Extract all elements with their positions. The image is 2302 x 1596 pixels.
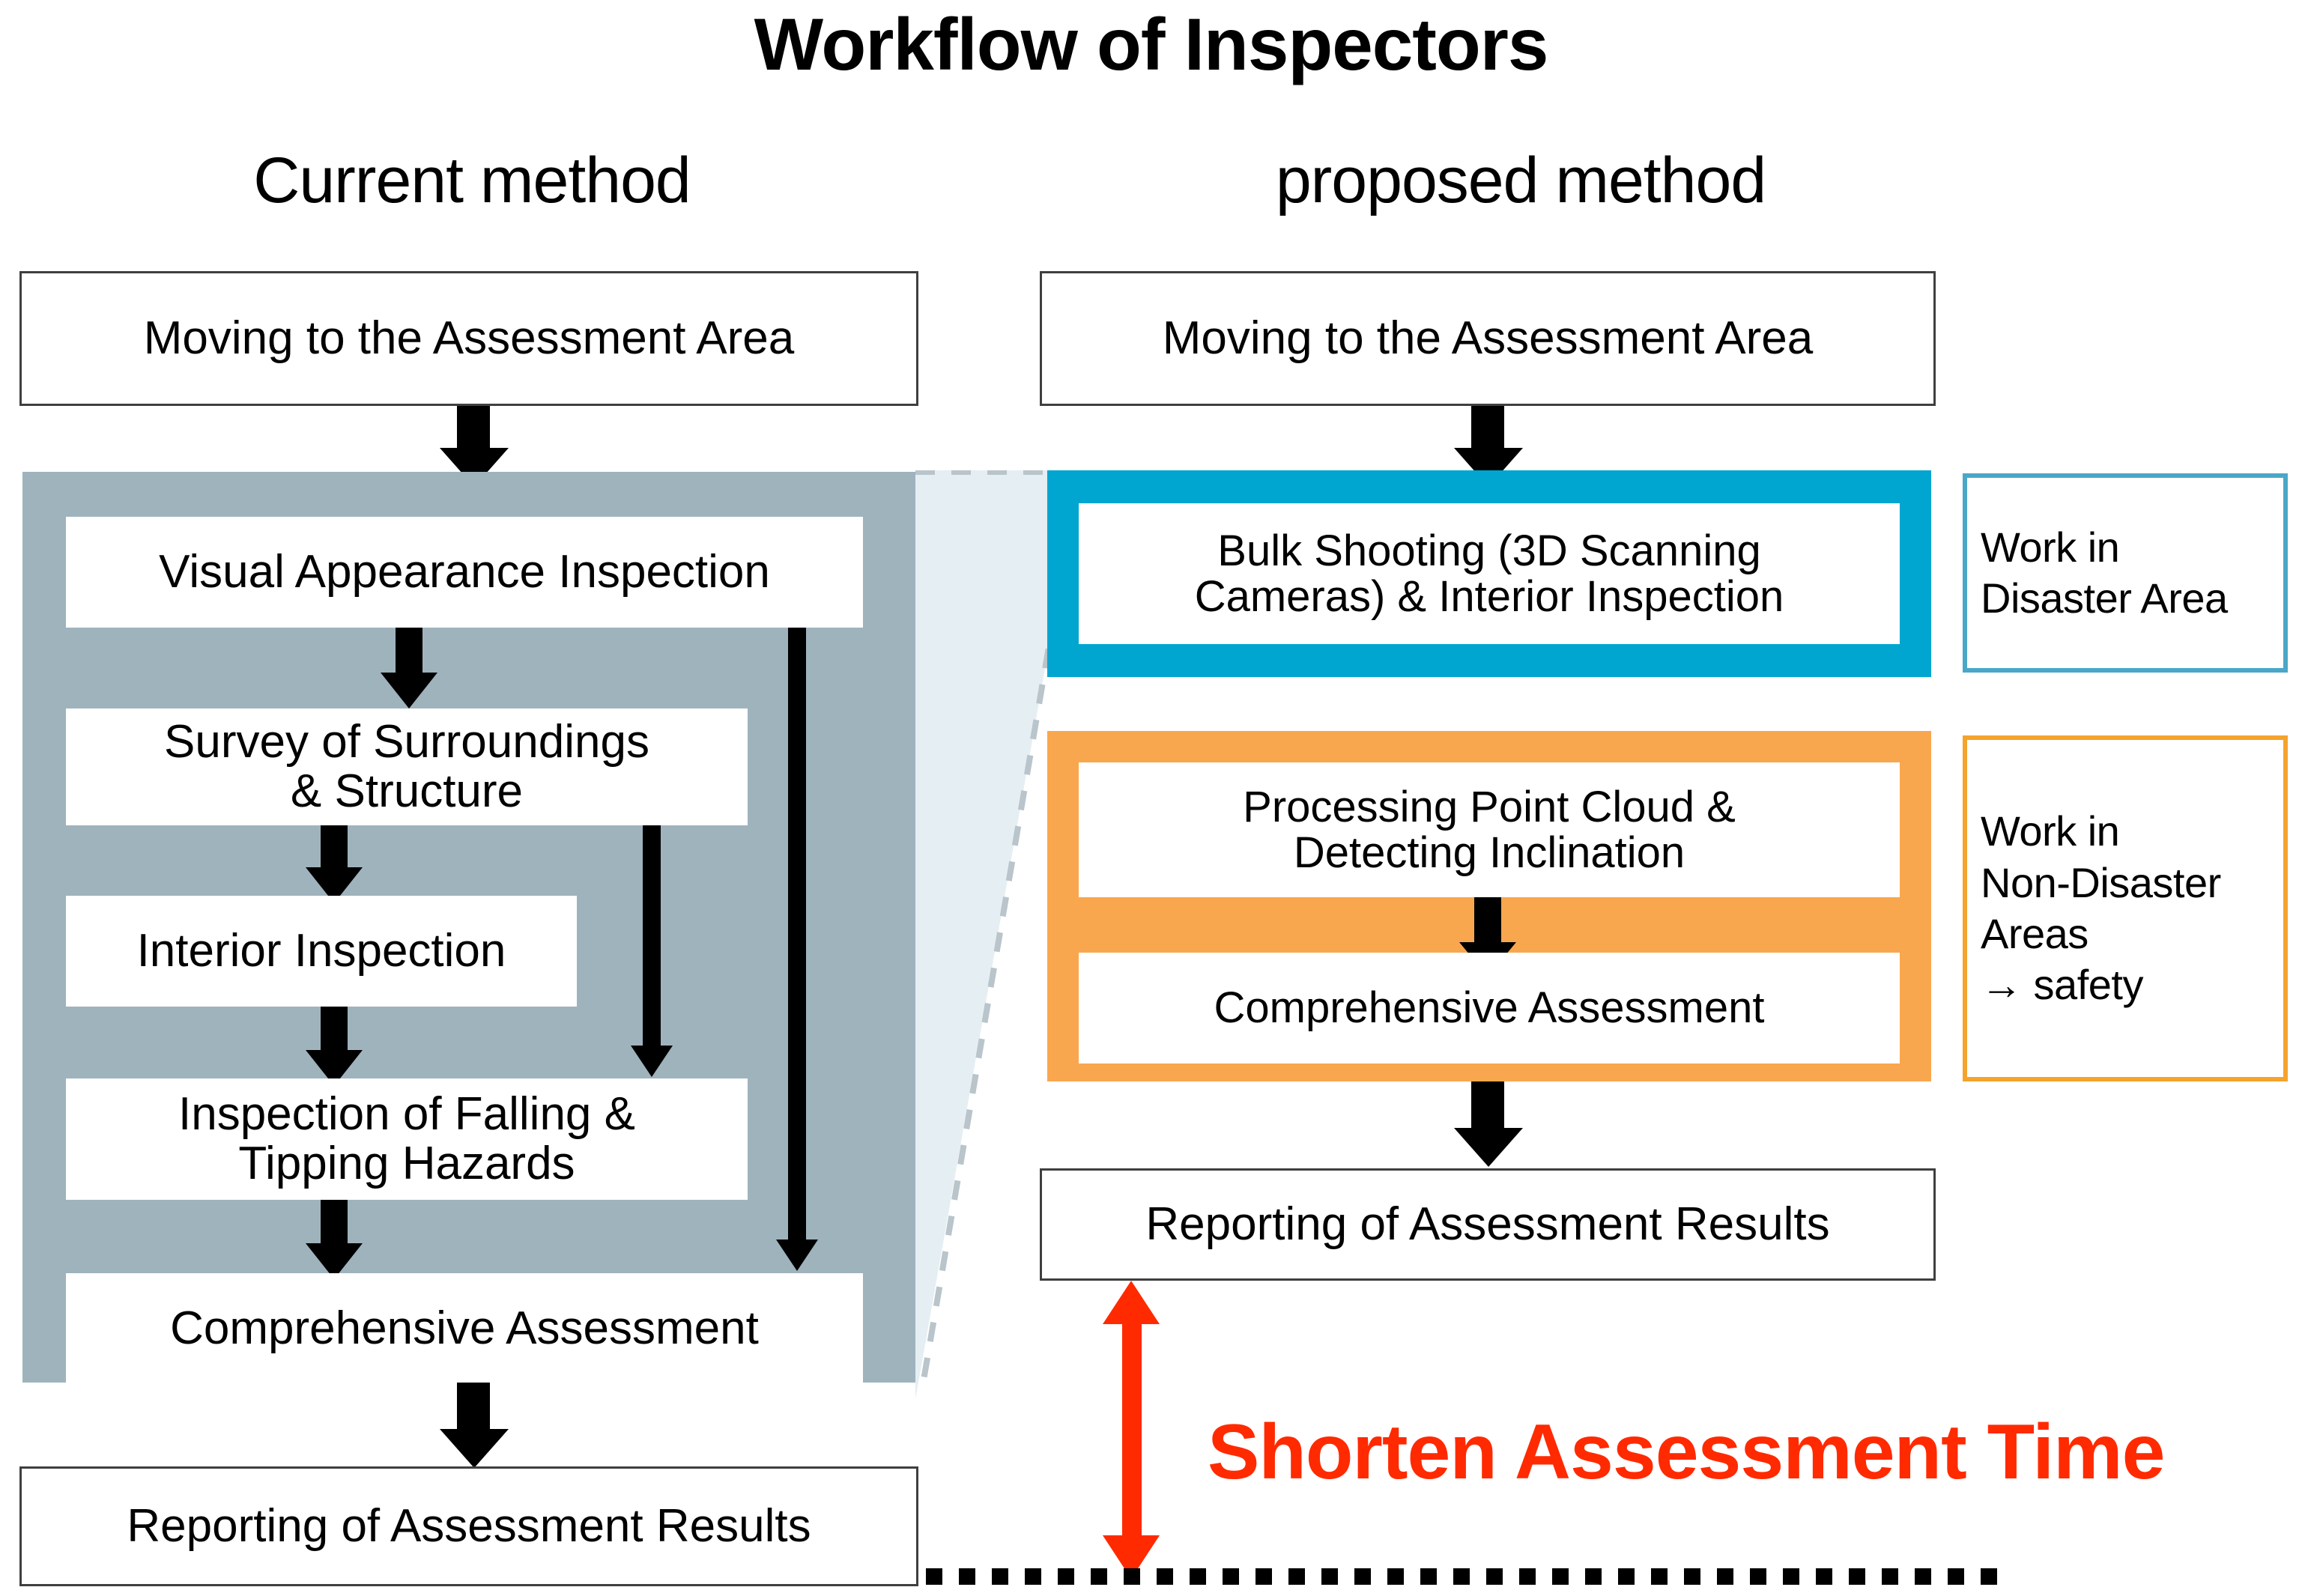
right-orange-step-2-label: Comprehensive Assessment bbox=[1214, 983, 1765, 1033]
callout-arrow-head-up bbox=[1103, 1281, 1160, 1324]
right-end-box[interactable]: Reporting of Assessment Results bbox=[1040, 1168, 1936, 1281]
left-arrow-2-3 bbox=[294, 825, 376, 905]
left-step-1[interactable]: Visual Appearance Inspection bbox=[66, 517, 863, 628]
note-work-in-non-disaster-areas: Work in Non-Disaster Areas → safety bbox=[1963, 735, 2288, 1081]
right-arrow-start-to-teal bbox=[1440, 406, 1537, 487]
note-work-in-disaster-area: Work in Disaster Area bbox=[1963, 473, 2288, 673]
left-step-3[interactable]: Interior Inspection bbox=[66, 896, 577, 1007]
left-step-3-label: Interior Inspection bbox=[136, 925, 506, 977]
column-heading-proposed: proposed method bbox=[1275, 145, 1766, 216]
left-start-box-label: Moving to the Assessment Area bbox=[143, 312, 795, 365]
left-end-box[interactable]: Reporting of Assessment Results bbox=[19, 1466, 918, 1586]
left-step-2-label: Survey of Surroundings & Structure bbox=[164, 716, 649, 817]
right-teal-step-label: Bulk Shooting (3D Scanning Cameras) & In… bbox=[1194, 526, 1784, 621]
column-heading-current: Current method bbox=[253, 145, 691, 216]
left-step-5[interactable]: Comprehensive Assessment bbox=[66, 1273, 863, 1384]
left-step-5-label: Comprehensive Assessment bbox=[170, 1302, 759, 1355]
left-start-box[interactable]: Moving to the Assessment Area bbox=[19, 271, 918, 406]
left-skip-arrow-2-to-4-shaft bbox=[643, 825, 661, 1047]
right-end-box-label: Reporting of Assessment Results bbox=[1145, 1198, 1830, 1251]
note-work-in-disaster-area-label: Work in Disaster Area bbox=[1981, 523, 2228, 622]
right-orange-step-2[interactable]: Comprehensive Assessment bbox=[1079, 953, 1900, 1064]
baseline-dotted-rule bbox=[926, 1568, 1997, 1585]
right-start-box[interactable]: Moving to the Assessment Area bbox=[1040, 271, 1936, 406]
left-arrow-3-4 bbox=[294, 1007, 376, 1087]
left-skip-arrow-1-to-5-head bbox=[776, 1240, 818, 1271]
left-end-box-label: Reporting of Assessment Results bbox=[127, 1500, 811, 1553]
callout-arrow-shaft bbox=[1122, 1318, 1142, 1543]
right-arrow-orange-to-end bbox=[1440, 1081, 1537, 1170]
right-orange-step-1[interactable]: Processing Point Cloud & Detecting Incli… bbox=[1079, 762, 1900, 897]
right-start-box-label: Moving to the Assessment Area bbox=[1162, 312, 1814, 365]
left-step-2[interactable]: Survey of Surroundings & Structure bbox=[66, 709, 748, 825]
right-orange-step-1-label: Processing Point Cloud & Detecting Incli… bbox=[1243, 782, 1736, 877]
note-work-in-non-disaster-areas-label: Work in Non-Disaster Areas → safety bbox=[1981, 807, 2221, 1009]
left-arrow-1-2 bbox=[369, 628, 451, 710]
left-skip-arrow-2-to-4-head bbox=[631, 1046, 673, 1077]
left-arrow-group-to-end bbox=[425, 1383, 523, 1469]
callout-label: Shorten Assessment Time bbox=[1208, 1409, 2165, 1496]
right-teal-step[interactable]: Bulk Shooting (3D Scanning Cameras) & In… bbox=[1079, 503, 1900, 644]
left-skip-arrow-1-to-5-shaft bbox=[788, 628, 806, 1242]
page-title: Workflow of Inspectors bbox=[754, 3, 1549, 85]
left-step-4-label: Inspection of Falling & Tipping Hazards bbox=[178, 1088, 635, 1189]
left-arrow-4-5 bbox=[294, 1200, 376, 1282]
left-step-1-label: Visual Appearance Inspection bbox=[159, 546, 770, 598]
left-step-4[interactable]: Inspection of Falling & Tipping Hazards bbox=[66, 1078, 748, 1200]
